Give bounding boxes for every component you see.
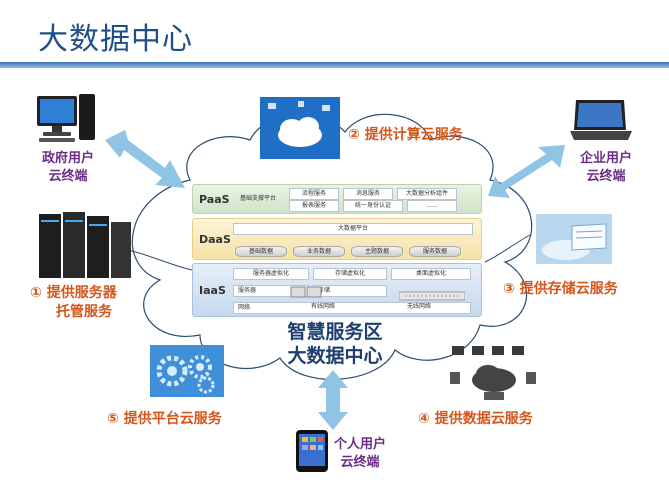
iaas-network: 网络	[233, 302, 471, 314]
center-title-line2: 大数据中心	[287, 345, 383, 367]
storage-array-icon	[398, 286, 466, 301]
iaas-cell: 服务器	[233, 285, 309, 297]
connector-storage	[484, 234, 531, 263]
paas-cell: 统一身份认证	[343, 200, 403, 212]
service-compute: ② 提供计算云服务	[348, 127, 463, 143]
paas-cell: 报表服务	[289, 200, 339, 212]
daas-layer: DaaS 大数据平台 基础数据 业务数据 主题数据 服务数据	[192, 218, 482, 260]
ent-user-line1: 企业用户	[579, 151, 632, 166]
gears-platform-icon	[150, 345, 224, 397]
iaas-wired-network: 有线网络	[310, 303, 335, 310]
iaas-cell: 服务器虚拟化	[233, 268, 309, 280]
paas-cell: 大数据分析组件	[397, 188, 457, 200]
paas-cell: 流程服务	[289, 188, 339, 200]
service-hosting: ① 提供服务器 托管服务	[30, 284, 117, 322]
service-data: ④ 提供数据云服务	[418, 411, 533, 427]
arrow-ent	[488, 145, 565, 198]
service-storage: ③ 提供存储云服务	[503, 281, 618, 297]
daas-label: DaaS	[199, 233, 231, 246]
ent-user-line2: 云终端	[586, 169, 626, 184]
arrow-gov	[105, 130, 185, 188]
database-icon: 主题数据	[351, 246, 403, 257]
paas-label: PaaS	[199, 193, 230, 206]
personal-user-line1: 个人用户	[333, 437, 386, 452]
paas-base-platform: 基础支撑平台	[239, 195, 276, 202]
paas-layer: PaaS 基础支撑平台 流程服务 消息服务 大数据分析组件 报表服务 统一身份认…	[192, 184, 482, 214]
personal-user-line2: 云终端	[340, 455, 380, 470]
smartphone-icon	[296, 430, 328, 472]
storage-cloud-icon	[536, 214, 612, 264]
service-platform: ⑤ 提供平台云服务	[107, 411, 222, 427]
gov-user-line1: 政府用户	[41, 151, 94, 166]
personal-user-label: 个人用户 云终端	[328, 436, 392, 472]
cloud-outline	[131, 113, 533, 380]
iaas-cell: 存储虚拟化	[313, 268, 387, 280]
iaas-layer: IaaS 服务器虚拟化 存储虚拟化 桌面虚拟化 服务器 存储 网络 有线网络 无…	[192, 263, 482, 317]
iaas-cell: 存储	[313, 285, 387, 297]
gov-user-line2: 云终端	[48, 169, 88, 184]
gov-user-label: 政府用户 云终端	[28, 150, 108, 186]
iaas-cell: 桌面虚拟化	[391, 268, 471, 280]
service-hosting-line1: ① 提供服务器	[30, 285, 117, 301]
database-icon: 业务数据	[293, 246, 345, 257]
server-hardware-icon	[289, 284, 325, 298]
data-network-icon	[450, 346, 536, 400]
laptop-icon	[570, 100, 632, 140]
paas-cell: 消息服务	[343, 188, 393, 200]
arrow-personal	[318, 370, 348, 430]
cloud-computing-icon	[260, 97, 340, 159]
center-title: 智慧服务区 大数据中心	[250, 320, 420, 368]
desktop-computer-icon	[37, 94, 95, 142]
iaas-label: IaaS	[199, 284, 226, 297]
paas-cell: ……	[407, 200, 457, 212]
service-hosting-line2: 托管服务	[56, 304, 112, 320]
center-title-line1: 智慧服务区	[287, 321, 383, 343]
daas-platform: 大数据平台	[233, 223, 473, 235]
database-icon: 基础数据	[235, 246, 287, 257]
ent-user-label: 企业用户 云终端	[566, 150, 646, 186]
iaas-wireless-network: 无线网络	[406, 303, 431, 310]
connector-hosting	[127, 249, 193, 271]
server-rack-icon	[39, 212, 131, 278]
page-title: 大数据中心	[38, 22, 193, 57]
title-divider	[0, 62, 669, 68]
database-icon: 服务数据	[409, 246, 461, 257]
